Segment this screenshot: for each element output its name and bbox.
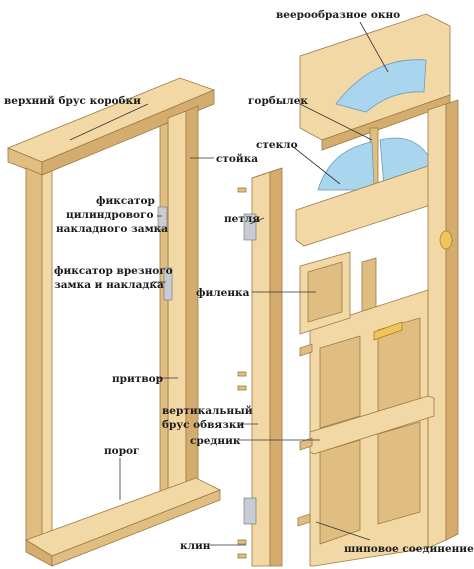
wedge <box>299 343 313 357</box>
tenon-stub <box>237 187 247 193</box>
door-frame <box>6 77 221 567</box>
door-panel <box>377 421 421 525</box>
panel-raised <box>307 261 343 323</box>
exploded-panel <box>299 251 351 335</box>
mortise-lock-keeper-plate <box>163 267 173 301</box>
tenon-stub <box>237 539 247 545</box>
wedge <box>299 437 313 451</box>
leader-tenon-joint <box>315 521 371 541</box>
threshold-side <box>51 489 221 567</box>
hinge-lower <box>243 497 257 525</box>
top-frame-beam-side <box>41 89 215 176</box>
door-right-stile <box>427 103 447 549</box>
hinge-upper <box>243 213 257 241</box>
wedge <box>297 513 311 527</box>
label-cylinder-keeper-line3: накладного замка <box>56 223 168 235</box>
label-tenon-joint: шиповое соединение <box>344 543 474 555</box>
leader-glass <box>291 145 341 185</box>
stile-top <box>251 167 283 179</box>
tenon-stub <box>237 371 247 377</box>
leader-lines <box>69 21 389 546</box>
door-right-stile-side <box>445 99 459 541</box>
cylinder-lock-keeper-plate <box>157 206 168 230</box>
label-top-frame: верхний брус коробки <box>4 95 141 107</box>
label-cylinder-keeper-line2: цилиндрового <box>66 209 154 221</box>
labels: веерообразное окно верхний брус коробки … <box>4 9 474 555</box>
tenon-stub <box>237 553 247 559</box>
label-stile-line1: вертикальный <box>162 405 253 417</box>
label-rebate: притвор <box>112 373 163 385</box>
label-glass: стекло <box>256 139 298 151</box>
fan-glass-left <box>317 141 375 191</box>
door-knob <box>439 230 453 250</box>
fan-window-glass-top <box>335 59 427 113</box>
label-threshold: порог <box>104 445 139 457</box>
label-stile-line2: брус обвязки <box>162 419 244 431</box>
leader-hinge <box>249 217 265 225</box>
label-jamb: стойка <box>216 153 258 165</box>
door-middle-rail <box>309 395 435 455</box>
left-jamb-side <box>41 170 53 556</box>
label-mortise-keeper-line2: замка и накладка <box>54 279 164 291</box>
label-glazing-bar: горбылек <box>248 95 308 107</box>
label-cylinder-keeper-line1: фиксатор <box>96 195 155 207</box>
stile-side <box>269 167 283 567</box>
label-hinge: петля <box>224 213 260 225</box>
letter-plate <box>373 321 403 341</box>
rebate-strip <box>159 122 169 496</box>
label-mortise-keeper-line1: фиксатор врезного <box>54 265 173 277</box>
door-leaf <box>297 99 459 567</box>
leader-top-frame <box>69 103 149 141</box>
label-wedges: клин <box>180 540 211 552</box>
label-middle-rail: средник <box>190 435 241 447</box>
leader-glazing-bar <box>299 103 373 141</box>
tenon-stub <box>237 385 247 391</box>
label-fan-window: веерообразное окно <box>276 9 400 21</box>
label-panel: филенка <box>196 287 250 299</box>
door-panel <box>319 439 361 545</box>
fan-window-assembly <box>295 13 451 247</box>
door-panel <box>319 335 361 429</box>
right-jamb-front <box>167 110 187 493</box>
leader-fan-window <box>359 21 389 73</box>
left-jamb-front <box>25 167 43 556</box>
hinge-stile <box>237 167 283 567</box>
